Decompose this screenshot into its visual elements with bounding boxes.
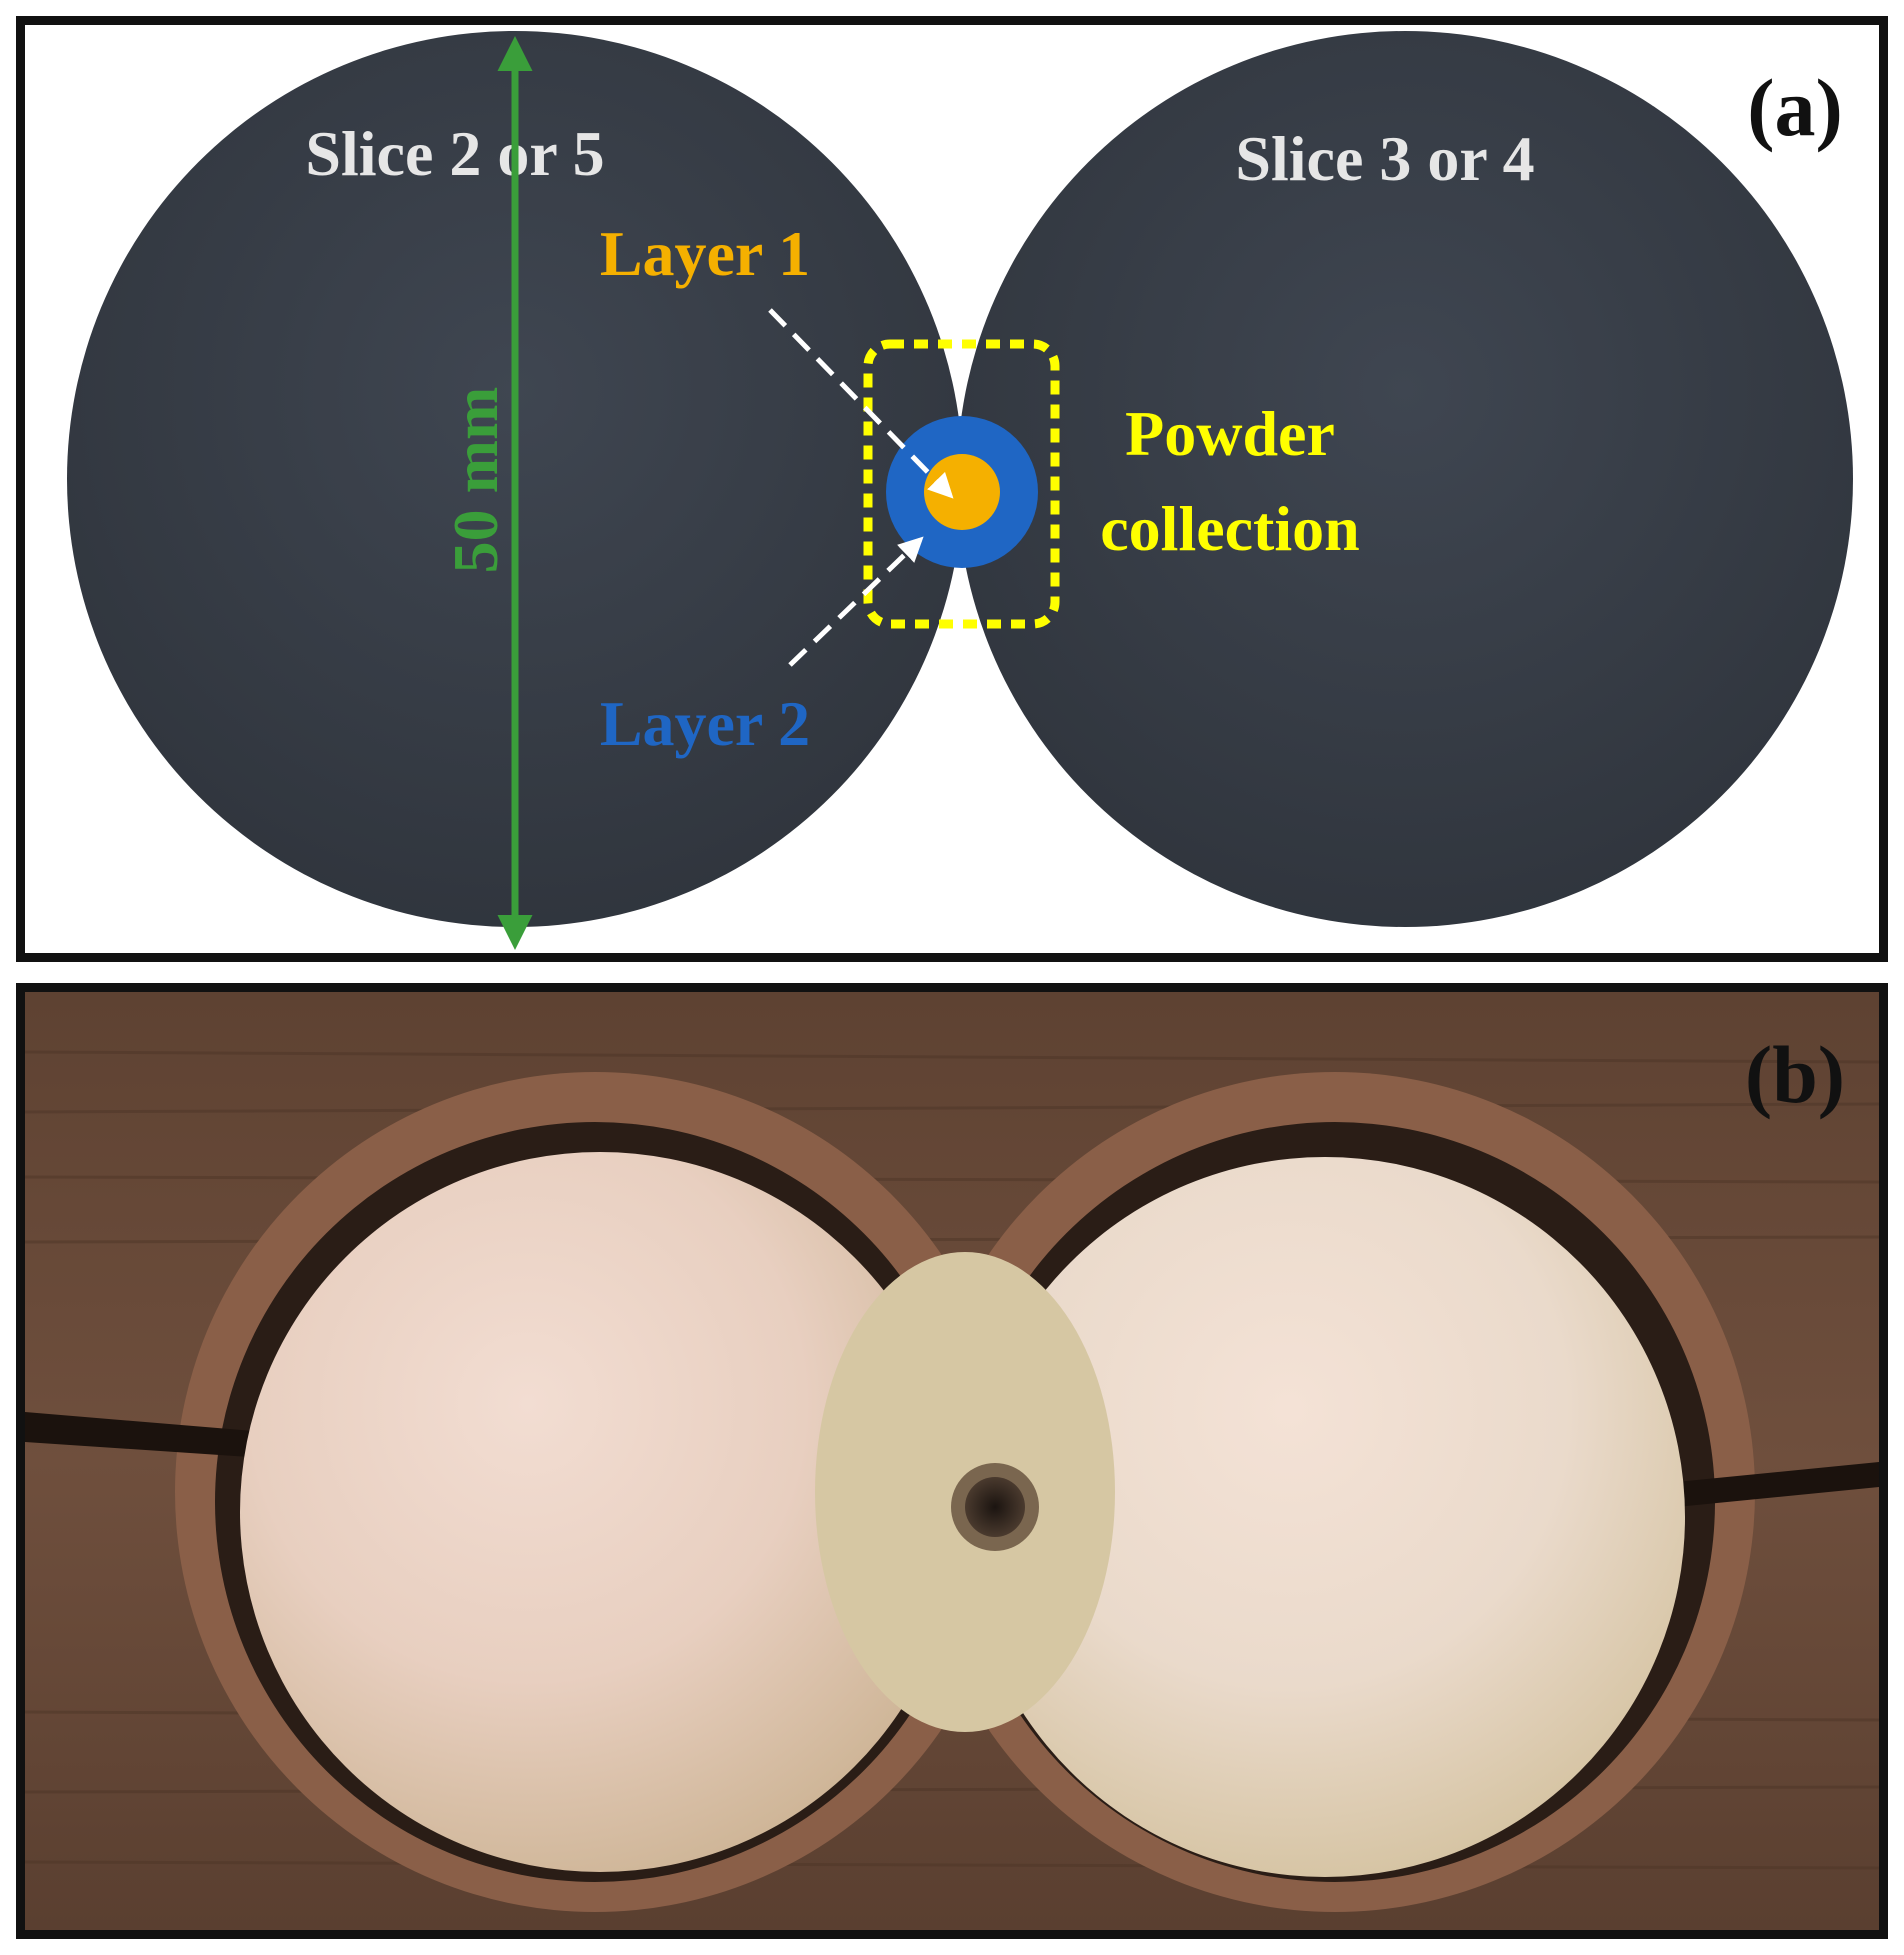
- powder-label-line1: Powder: [1125, 398, 1335, 469]
- layer1-label: Layer 1: [600, 218, 810, 289]
- slice-left-label: Slice 2 or 5: [305, 118, 604, 189]
- pellet-left: [240, 1152, 960, 1872]
- powder-label-line2: collection: [1100, 493, 1359, 564]
- slit-right: [1625, 1462, 1879, 1512]
- layer2-pointer-arrow: [788, 536, 924, 667]
- powder-collection-box: [863, 339, 1060, 629]
- center-hole: [965, 1477, 1025, 1537]
- pellet-right: [965, 1157, 1685, 1877]
- slice-right-disc: [957, 31, 1853, 927]
- layer2-label: Layer 2: [600, 688, 810, 759]
- slice-right-label: Slice 3 or 4: [1235, 123, 1534, 194]
- diameter-label: 50 mm: [440, 387, 511, 574]
- panel-b-label: (b): [1745, 1029, 1845, 1120]
- panel-a-schematic: Slice 2 or 5 Slice 3 or 4 50 mm Layer 1 …: [16, 16, 1888, 962]
- panel-a-label: (a): [1747, 62, 1843, 153]
- panel-b-photo: (b): [16, 983, 1888, 1939]
- schematic-svg: Slice 2 or 5 Slice 3 or 4 50 mm Layer 1 …: [67, 31, 1853, 950]
- photo-svg: (b): [25, 992, 1879, 1930]
- layer1-core: [924, 454, 1000, 530]
- layer1-pointer-arrow: [768, 308, 954, 499]
